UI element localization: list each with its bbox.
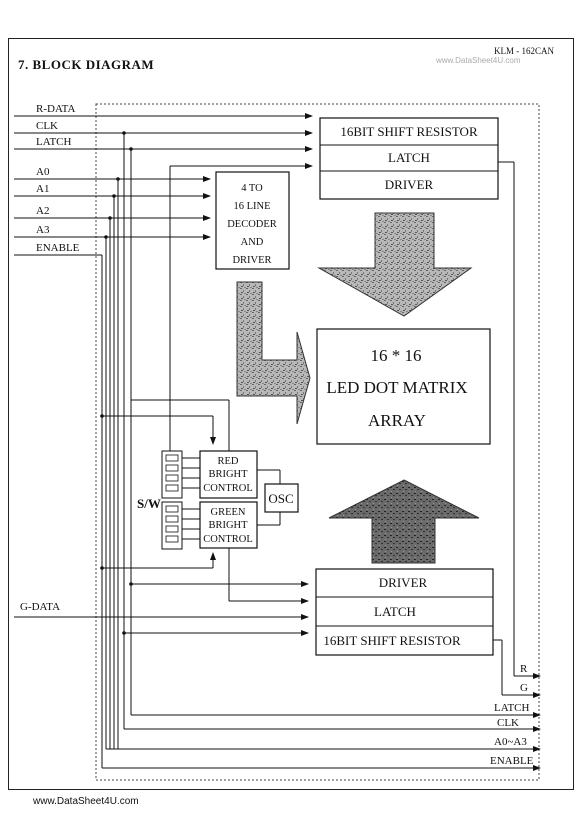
- green-control-line-2: BRIGHT: [208, 520, 248, 531]
- label-a3: A3: [36, 224, 50, 236]
- bottom-register-block: DRIVER LATCH 16BIT SHIFT RESISTOR: [315, 568, 494, 656]
- top-latch-label: LATCH: [388, 150, 430, 165]
- top-shift-label: 16BIT SHIFT RESISTOR: [340, 124, 478, 139]
- green-control-line-1: GREEN: [211, 507, 246, 518]
- out-label-latch: LATCH: [494, 702, 530, 714]
- label-clk: CLK: [36, 120, 58, 132]
- page-title: 7. BLOCK DIAGRAM: [18, 57, 155, 72]
- label-a1: A1: [36, 183, 49, 195]
- watermark-top: www.DataSheet4U.com: [436, 56, 521, 65]
- matrix-line-1: 16 * 16: [371, 346, 422, 365]
- watermark-bottom: www.DataSheet4U.com: [33, 796, 139, 807]
- bottom-latch-label: LATCH: [374, 604, 416, 619]
- switch-label: S/W: [137, 496, 161, 511]
- matrix-line-2: LED DOT MATRIX: [326, 378, 467, 397]
- bottom-shift-label: 16BIT SHIFT RESISTOR: [323, 633, 461, 648]
- dip-switch-red: [161, 450, 200, 499]
- green-bright-control: GREEN BRIGHT CONTROL: [199, 501, 258, 549]
- decoder-line-4: AND: [241, 237, 264, 248]
- label-r-data: R-DATA: [36, 103, 76, 115]
- out-label-clk: CLK: [497, 717, 519, 729]
- output-labels: R G LATCH CLK A0~A3 ENABLE: [490, 663, 534, 767]
- decoder-line-1: 4 TO: [241, 183, 263, 194]
- decoder-line-3: DECODER: [227, 219, 277, 230]
- down-arrow-icon: [317, 212, 473, 317]
- out-label-enable: ENABLE: [490, 755, 534, 767]
- label-a2: A2: [36, 205, 49, 217]
- osc-label: OSC: [268, 491, 293, 506]
- label-enable: ENABLE: [36, 242, 80, 254]
- green-control-line-3: CONTROL: [203, 534, 253, 545]
- top-register-block: 16BIT SHIFT RESISTOR LATCH DRIVER: [319, 117, 499, 200]
- decoder-block: 4 TO 16 LINE DECODER AND DRIVER: [215, 171, 290, 270]
- out-label-a0-a3: A0~A3: [494, 736, 527, 748]
- decoder-line-2: 16 LINE: [233, 201, 270, 212]
- label-g-data: G-DATA: [20, 601, 60, 613]
- out-label-r: R: [520, 663, 528, 675]
- out-label-g: G: [520, 682, 528, 694]
- decoder-line-5: DRIVER: [232, 255, 271, 266]
- model-number: KLM - 162CAN: [494, 46, 554, 56]
- l-arrow-icon: [236, 281, 311, 425]
- red-bright-control: RED BRIGHT CONTROL: [199, 450, 258, 499]
- label-latch: LATCH: [36, 136, 72, 148]
- top-driver-label: DRIVER: [385, 177, 434, 192]
- page-frame: [8, 38, 574, 790]
- red-control-line-3: CONTROL: [203, 483, 253, 494]
- label-a0: A0: [36, 166, 50, 178]
- up-arrow-icon: [328, 479, 480, 564]
- led-matrix-block: 16 * 16 LED DOT MATRIX ARRAY: [316, 328, 491, 445]
- dip-switch-green: [161, 501, 200, 550]
- red-control-line-1: RED: [218, 456, 239, 467]
- junction-dots: [100, 131, 133, 635]
- signal-wires: [14, 113, 541, 771]
- input-labels: R-DATA CLK LATCH A0 A1 A2 A3 ENABLE G-DA…: [20, 103, 80, 613]
- matrix-line-3: ARRAY: [368, 411, 426, 430]
- bottom-driver-label: DRIVER: [379, 575, 428, 590]
- oscillator-block: OSC: [264, 483, 299, 513]
- red-control-line-2: BRIGHT: [208, 469, 248, 480]
- module-boundary: [95, 103, 540, 781]
